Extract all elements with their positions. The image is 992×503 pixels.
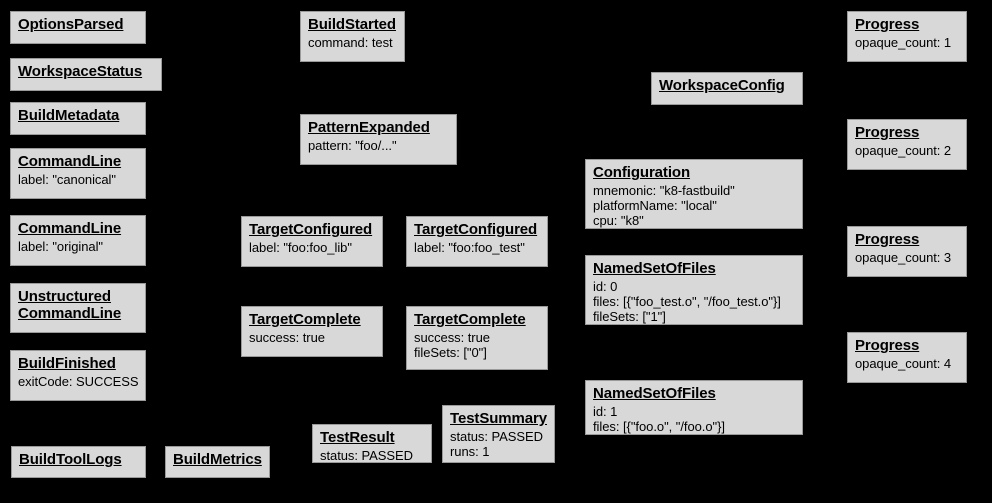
- node-properties: label: "foo:foo_test": [414, 240, 541, 255]
- node-property: platformName: "local": [593, 198, 717, 213]
- node-property: pattern: "foo/...": [308, 138, 397, 153]
- node-property: cpu: "k8": [593, 213, 644, 228]
- node-properties: opaque_count: 1: [855, 35, 960, 50]
- node-target-complete-foo-lib[interactable]: TargetComplete success: true: [241, 306, 383, 357]
- node-property: mnemonic: "k8-fastbuild": [593, 183, 735, 198]
- node-title: NamedSetOfFiles: [593, 385, 716, 402]
- node-properties: opaque_count: 3: [855, 250, 960, 265]
- node-options-parsed[interactable]: OptionsParsed: [10, 11, 146, 44]
- node-build-tool-logs[interactable]: BuildToolLogs: [11, 446, 146, 478]
- node-test-result[interactable]: TestResult status: PASSED: [312, 424, 432, 463]
- node-title: BuildFinished: [18, 355, 116, 372]
- node-configuration[interactable]: Configuration mnemonic: "k8-fastbuild"pla…: [585, 159, 803, 229]
- node-target-configured-foo-lib[interactable]: TargetConfigured label: "foo:foo_lib": [241, 216, 383, 267]
- node-title: TestResult: [320, 429, 395, 446]
- node-property: id: 1: [593, 404, 618, 419]
- node-title: TestSummary: [450, 410, 547, 427]
- node-title: Progress: [855, 16, 920, 33]
- node-build-metrics[interactable]: BuildMetrics: [165, 446, 270, 478]
- node-title: BuildStarted: [308, 16, 396, 33]
- node-property: fileSets: ["1"]: [593, 309, 666, 324]
- node-property: opaque_count: 3: [855, 250, 952, 265]
- node-title: WorkspaceStatus: [18, 63, 143, 80]
- node-title: CommandLine: [18, 220, 122, 237]
- node-title: TargetComplete: [249, 311, 361, 328]
- node-property: id: 0: [593, 279, 618, 294]
- node-progress-3[interactable]: Progress opaque_count: 3: [847, 226, 967, 277]
- node-progress-1[interactable]: Progress opaque_count: 1: [847, 11, 967, 62]
- node-target-configured-foo-test[interactable]: TargetConfigured label: "foo:foo_test": [406, 216, 548, 267]
- node-property: label: "foo:foo_lib": [249, 240, 352, 255]
- node-title: PatternExpanded: [308, 119, 430, 136]
- node-title: Configuration: [593, 164, 691, 181]
- node-title: WorkspaceConfig: [659, 77, 785, 94]
- node-progress-2[interactable]: Progress opaque_count: 2: [847, 119, 967, 170]
- node-command-line-original[interactable]: CommandLine label: "original": [10, 215, 146, 266]
- node-properties: mnemonic: "k8-fastbuild"platformName: "l…: [593, 183, 796, 228]
- node-title: Progress: [855, 337, 920, 354]
- node-property: label: "canonical": [18, 172, 116, 187]
- node-properties: label: "foo:foo_lib": [249, 240, 376, 255]
- node-property: runs: 1: [450, 444, 490, 459]
- node-title: OptionsParsed: [18, 16, 124, 33]
- node-property: opaque_count: 4: [855, 356, 952, 371]
- node-properties: opaque_count: 4: [855, 356, 960, 371]
- node-workspace-status[interactable]: WorkspaceStatus: [10, 58, 162, 91]
- node-properties: command: test: [308, 35, 398, 50]
- node-property: label: "original": [18, 239, 103, 254]
- node-properties: success: true: [249, 330, 376, 345]
- node-property: command: test: [308, 35, 393, 50]
- node-property: label: "foo:foo_test": [414, 240, 525, 255]
- node-properties: opaque_count: 2: [855, 143, 960, 158]
- node-title: Progress: [855, 231, 920, 248]
- node-command-line-canonical[interactable]: CommandLine label: "canonical": [10, 148, 146, 199]
- node-property: opaque_count: 1: [855, 35, 952, 50]
- node-title: NamedSetOfFiles: [593, 260, 716, 277]
- node-title: Unstructured CommandLine: [18, 288, 122, 322]
- node-property: status: PASSED: [320, 448, 413, 463]
- node-properties: pattern: "foo/...": [308, 138, 450, 153]
- node-title: Progress: [855, 124, 920, 141]
- node-build-finished[interactable]: BuildFinished exitCode: SUCCESS: [10, 350, 146, 401]
- node-title: TargetConfigured: [414, 221, 538, 238]
- node-property: opaque_count: 2: [855, 143, 952, 158]
- node-progress-4[interactable]: Progress opaque_count: 4: [847, 332, 967, 383]
- node-properties: label: "original": [18, 239, 139, 254]
- node-title: BuildToolLogs: [19, 451, 122, 468]
- node-property: files: [{"foo.o", "/foo.o"}]: [593, 419, 725, 434]
- node-properties: label: "canonical": [18, 172, 139, 187]
- node-property: fileSets: ["0"]: [414, 345, 487, 360]
- node-workspace-config[interactable]: WorkspaceConfig: [651, 72, 803, 105]
- node-title: BuildMetadata: [18, 107, 120, 124]
- node-pattern-expanded[interactable]: PatternExpanded pattern: "foo/...": [300, 114, 457, 165]
- node-property: exitCode: SUCCESS: [18, 374, 139, 389]
- node-properties: exitCode: SUCCESS: [18, 374, 139, 389]
- node-unstructured-command-line[interactable]: Unstructured CommandLine: [10, 283, 146, 333]
- node-build-started[interactable]: BuildStarted command: test: [300, 11, 405, 62]
- node-property: success: true: [414, 330, 490, 345]
- node-title: BuildMetrics: [173, 451, 262, 468]
- node-property: files: [{"foo_test.o", "/foo_test.o"}]: [593, 294, 781, 309]
- node-properties: status: PASSED: [320, 448, 425, 463]
- node-title: TargetComplete: [414, 311, 526, 328]
- node-property: status: PASSED: [450, 429, 543, 444]
- node-title: CommandLine: [18, 153, 122, 170]
- node-property: success: true: [249, 330, 325, 345]
- node-title: TargetConfigured: [249, 221, 373, 238]
- node-build-metadata[interactable]: BuildMetadata: [10, 102, 146, 135]
